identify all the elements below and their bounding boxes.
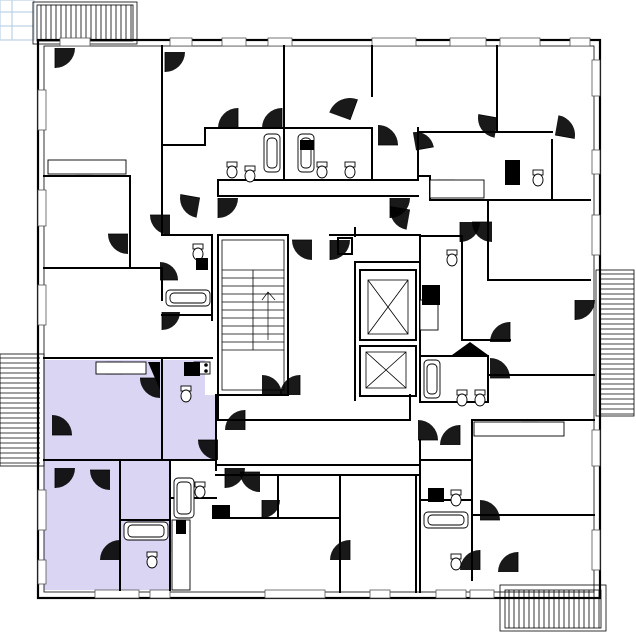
balcony-right xyxy=(595,269,635,417)
appliances xyxy=(148,140,520,534)
toilets xyxy=(146,161,544,571)
corner-window xyxy=(0,0,35,41)
windows xyxy=(37,37,601,599)
elevator-shafts xyxy=(359,269,417,397)
bathtubs xyxy=(123,133,469,541)
doors xyxy=(52,48,595,572)
kitchens xyxy=(47,159,565,591)
highlighted-apartment[interactable] xyxy=(44,360,216,590)
staircase xyxy=(221,239,285,391)
interior-walls xyxy=(43,45,595,593)
balcony-bottom-right xyxy=(499,584,607,632)
